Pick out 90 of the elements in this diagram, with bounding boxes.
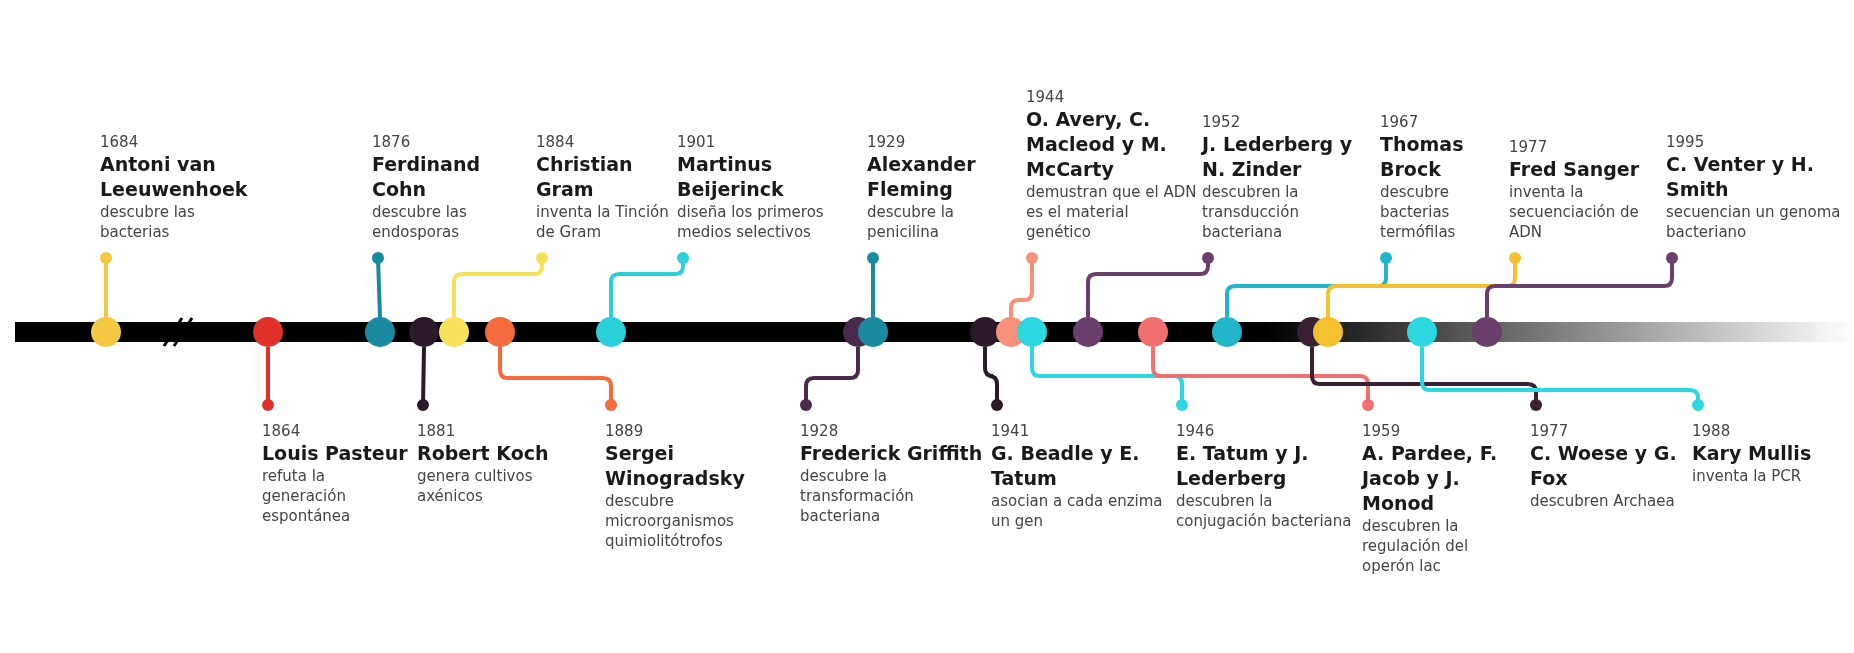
timeline-dot [970, 317, 1000, 347]
event-name: Robert Koch [417, 441, 550, 466]
leader-line [262, 347, 274, 411]
leader-line [609, 252, 689, 317]
leader-line [1009, 252, 1038, 317]
event-name: C. Venter y H. Smith [1666, 152, 1815, 202]
event-description: refuta la generación espontánea [262, 466, 352, 526]
leader-line [983, 347, 1003, 411]
event-name: Antoni van Leeuwenhoek [100, 152, 249, 202]
leader-line [452, 252, 548, 317]
event-year: 1952 [1202, 112, 1242, 132]
event-year: 1901 [677, 132, 717, 152]
event-name: Kary Mullis [1692, 441, 1813, 466]
event-description: inventa la secuenciación de ADN [1509, 182, 1640, 242]
event-year: 1876 [372, 132, 412, 152]
timeline-dot [1212, 317, 1242, 347]
event-description: descubre las endosporas [372, 202, 468, 242]
leader-line [1030, 347, 1188, 411]
timeline-dot [439, 317, 469, 347]
event-description: descubre microorganismos quimiolitótrofos [605, 491, 735, 551]
timeline-dot [858, 317, 888, 347]
event-description: descubren la regulación del operón lac [1362, 516, 1470, 576]
leader-line [1151, 347, 1374, 411]
event-name: O. Avery, C. Macleod y M. McCarty [1026, 107, 1168, 182]
leader-line [1485, 252, 1678, 317]
leader-line [1310, 347, 1542, 411]
event-description: descubren la transducción bacteriana [1202, 182, 1300, 242]
event-description: diseña los primeros medios selectivos [677, 202, 825, 242]
timeline-dot [1138, 317, 1168, 347]
event-name: A. Pardee, F. Jacob y J. Monod [1362, 441, 1499, 516]
event-name: Christian Gram [536, 152, 634, 202]
timeline-dot [253, 317, 283, 347]
event-description: secuencian un genoma bacteriano [1666, 202, 1841, 242]
event-year: 1967 [1380, 112, 1420, 132]
event-name: Fred Sanger [1509, 157, 1641, 182]
event-year: 1684 [100, 132, 140, 152]
event-year: 1941 [991, 421, 1031, 441]
event-description: descubre la penicilina [867, 202, 956, 242]
event-name: E. Tatum y J. Lederberg [1176, 441, 1310, 491]
leader-line [1326, 252, 1521, 317]
timeline-dot [1472, 317, 1502, 347]
event-year: 1889 [605, 421, 645, 441]
event-description: asocian a cada enzima un gen [991, 491, 1164, 531]
leader-line [1086, 252, 1214, 317]
event-name: C. Woese y G. Fox [1530, 441, 1678, 491]
event-year: 1864 [262, 421, 302, 441]
event-name: Thomas Brock [1380, 132, 1465, 182]
event-name: Martinus Beijerinck [677, 152, 785, 202]
event-year: 1959 [1362, 421, 1402, 441]
event-year: 1977 [1530, 421, 1570, 441]
timeline-dot [1407, 317, 1437, 347]
timeline-dot [485, 317, 515, 347]
event-description: inventa la PCR [1692, 466, 1803, 486]
leader-line [417, 346, 429, 411]
event-description: descubre bacterias termófilas [1380, 182, 1457, 242]
timeline-dot [1017, 317, 1047, 347]
event-description: descubre la transformación bacteriana [800, 466, 915, 526]
event-description: genera cultivos axénicos [417, 466, 534, 506]
event-description: inventa la Tinción de Gram [536, 202, 670, 242]
event-description: descubren Archaea [1530, 491, 1676, 511]
event-description: demustran que el ADN es el material genético [1026, 182, 1198, 242]
event-name: J. Lederberg y N. Zinder [1202, 132, 1354, 182]
timeline-dot [1073, 317, 1103, 347]
event-name: Frederick Griffith [800, 441, 984, 466]
leader-line [100, 252, 112, 317]
leader-line [1420, 347, 1704, 411]
event-year: 1995 [1666, 132, 1706, 152]
event-name: G. Beadle y E. Tatum [991, 441, 1141, 491]
event-year: 1946 [1176, 421, 1216, 441]
timeline-dot [1313, 317, 1343, 347]
event-year: 1988 [1692, 421, 1732, 441]
event-name: Sergei Winogradsky [605, 441, 746, 491]
leader-line [372, 252, 384, 318]
event-name: Ferdinand Cohn [372, 152, 482, 202]
event-year: 1928 [800, 421, 840, 441]
event-year: 1884 [536, 132, 576, 152]
event-year: 1881 [417, 421, 457, 441]
leader-line [800, 347, 860, 411]
timeline-dot [365, 317, 395, 347]
event-year: 1977 [1509, 137, 1549, 157]
event-name: Louis Pasteur [262, 441, 409, 466]
timeline-dot [91, 317, 121, 347]
event-year: 1929 [867, 132, 907, 152]
event-description: descubre las bacterias [100, 202, 196, 242]
timeline-dot [409, 317, 439, 347]
event-year: 1944 [1026, 87, 1066, 107]
event-description: descubren la conjugación bacteriana [1176, 491, 1353, 531]
event-name: Alexander Fleming [867, 152, 977, 202]
timeline-dot [596, 317, 626, 347]
leader-line [867, 252, 879, 317]
